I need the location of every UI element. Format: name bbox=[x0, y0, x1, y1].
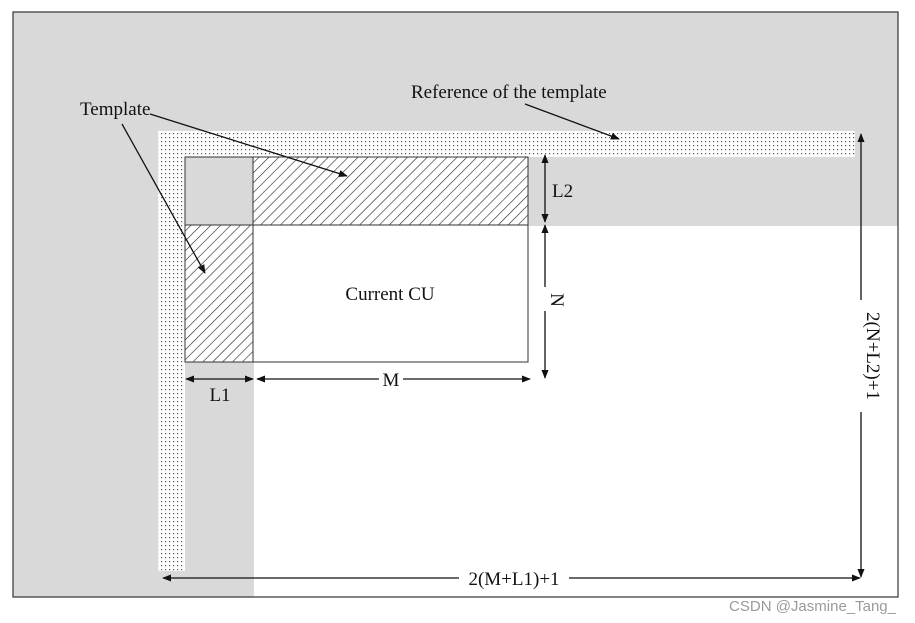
template-label: Template bbox=[80, 99, 150, 120]
watermark: CSDN @Jasmine_Tang_ bbox=[729, 598, 897, 615]
reference-pointer-arrow bbox=[524, 103, 620, 140]
height-formula-label: 2(N+L2)+1 bbox=[862, 312, 883, 400]
n-label: N bbox=[546, 293, 567, 307]
l2-label: L2 bbox=[552, 181, 573, 202]
template-pointer-arrow-left bbox=[121, 123, 206, 274]
l1-label: L1 bbox=[209, 385, 230, 406]
template-corner-block bbox=[184, 156, 254, 226]
width-formula-label: 2(M+L1)+1 bbox=[468, 569, 559, 590]
m-label: M bbox=[383, 370, 400, 391]
diagram-frame bbox=[12, 11, 899, 598]
template-top-block bbox=[252, 156, 529, 226]
template-pointer-arrow-top bbox=[149, 113, 348, 178]
current-cu-label: Current CU bbox=[345, 284, 434, 305]
template-left-block bbox=[184, 224, 254, 363]
reference-label: Reference of the template bbox=[411, 82, 607, 103]
current-cu-block bbox=[252, 224, 529, 363]
